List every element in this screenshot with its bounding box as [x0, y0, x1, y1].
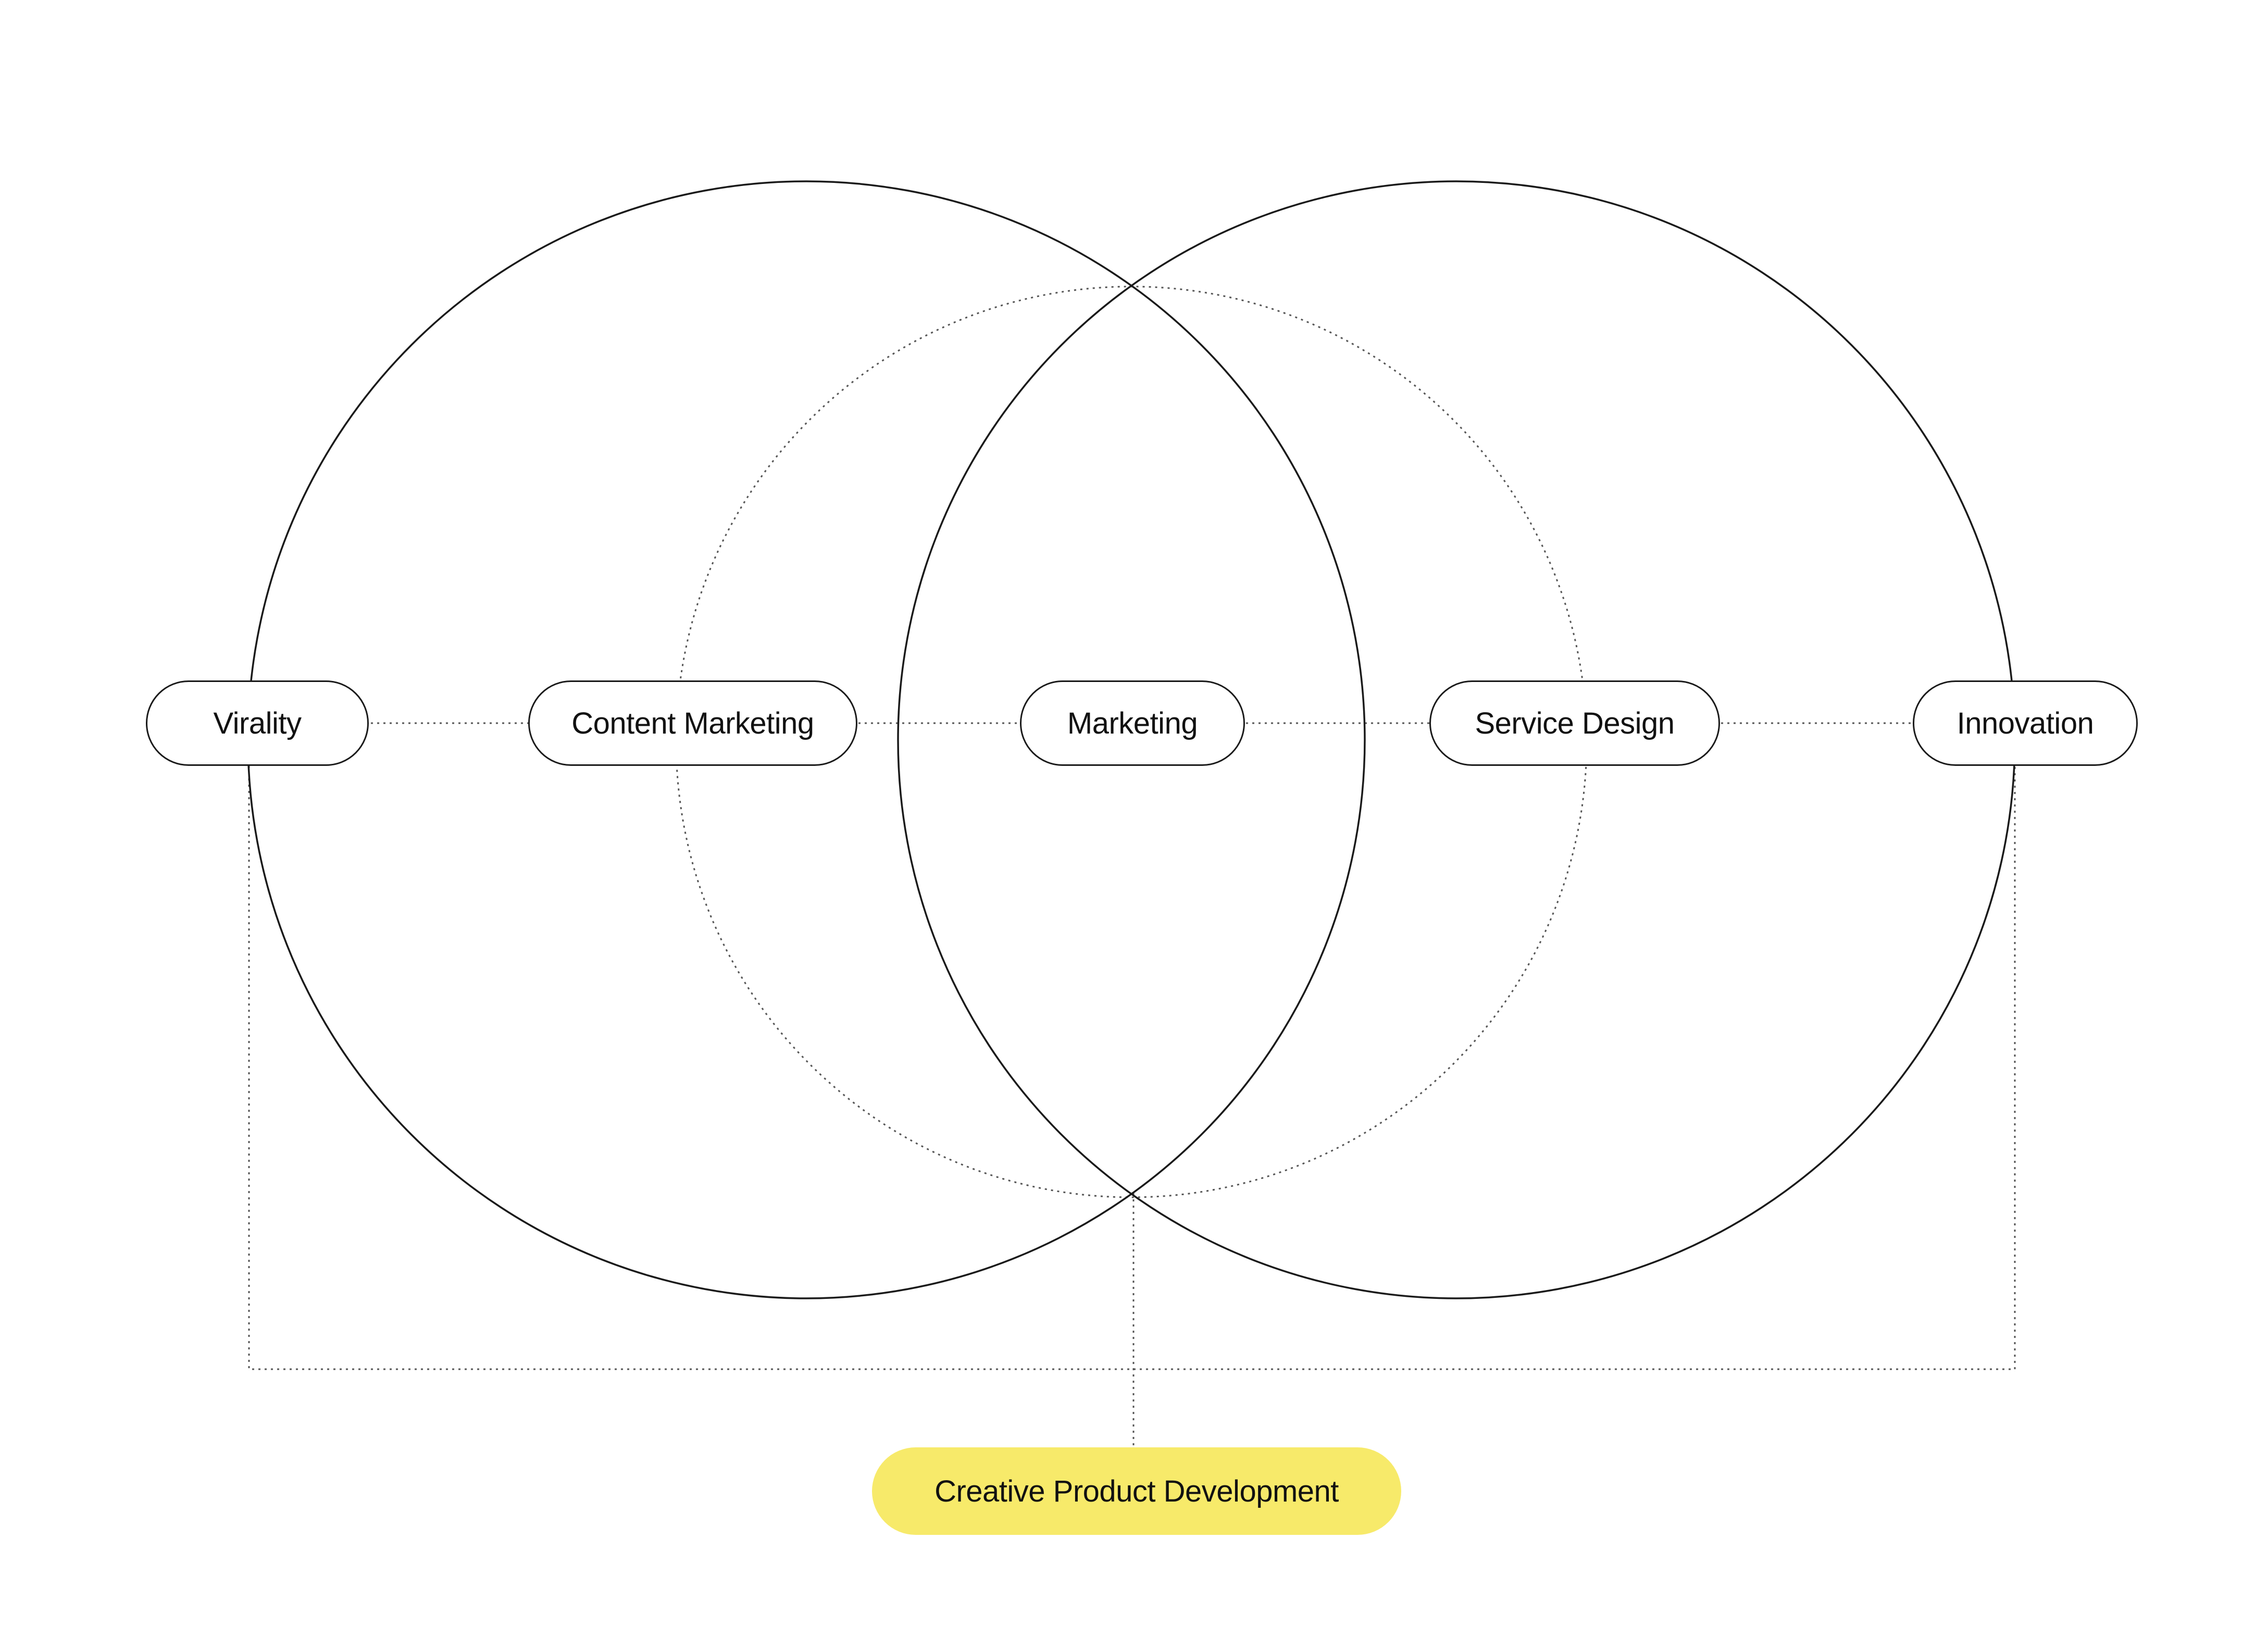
node-service-design: Service Design: [1429, 680, 1720, 766]
result-label: Creative Product Development: [934, 1474, 1339, 1508]
node-label: Innovation: [1957, 706, 2094, 740]
node-label: Content Marketing: [571, 706, 814, 740]
node-label: Marketing: [1067, 706, 1198, 740]
bottom-bracket-connector: [248, 766, 2016, 1370]
node-innovation: Innovation: [1913, 680, 2138, 766]
node-marketing: Marketing: [1020, 680, 1245, 766]
node-content-marketing: Content Marketing: [528, 680, 857, 766]
result-creative-product-development: Creative Product Development: [872, 1447, 1401, 1535]
node-label: Virality: [213, 706, 302, 740]
node-virality: Virality: [146, 680, 369, 766]
node-label: Service Design: [1475, 706, 1675, 740]
